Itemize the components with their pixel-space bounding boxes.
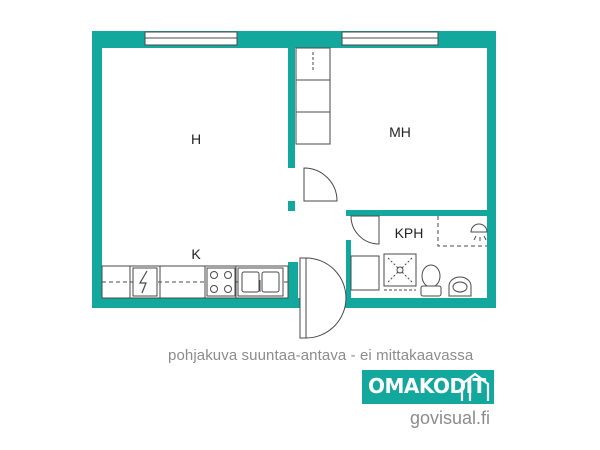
toilet-icon — [420, 264, 442, 297]
electric-panel-icon — [132, 267, 158, 297]
logo-text: OMAKODIT — [368, 374, 486, 398]
room-label-living: H — [191, 131, 201, 147]
website-link[interactable]: govisual.fi — [410, 408, 491, 428]
room-label-bathroom: KPH — [395, 225, 424, 241]
house-outline-icon — [460, 372, 490, 401]
disclaimer-caption: pohjakuva suuntaa-antava - ei mittakaava… — [168, 347, 474, 364]
wall-partition-vertical-lower — [288, 201, 295, 211]
wall-left — [92, 31, 102, 308]
washing-machine-icon — [350, 255, 380, 291]
kitchen-sink-icon — [237, 267, 284, 297]
omakodit-logo: OMAKODIT — [362, 370, 494, 404]
washbasin-icon — [448, 276, 472, 297]
shower-drain-icon — [383, 253, 417, 287]
room-label-kitchen: K — [191, 246, 201, 262]
wall-bath-top — [346, 210, 487, 216]
stove-icon — [206, 267, 236, 297]
wall-entry-stub — [288, 262, 298, 298]
wall-bottom — [92, 298, 496, 308]
windows — [144, 31, 439, 46]
wall-right — [487, 31, 496, 308]
kitchen-counter — [101, 265, 289, 299]
wardrobe — [295, 47, 331, 145]
wall-partition-vertical — [288, 48, 295, 168]
door-bathroom — [350, 215, 380, 245]
shower-head-icon — [470, 223, 488, 241]
bathroom-fixtures — [350, 216, 488, 297]
wall-bath-left — [346, 240, 351, 298]
floor-plan: H MH K KPH — [92, 31, 496, 339]
door-entrance — [299, 257, 347, 339]
door-bedroom — [303, 167, 338, 202]
room-label-bedroom: MH — [389, 124, 411, 140]
